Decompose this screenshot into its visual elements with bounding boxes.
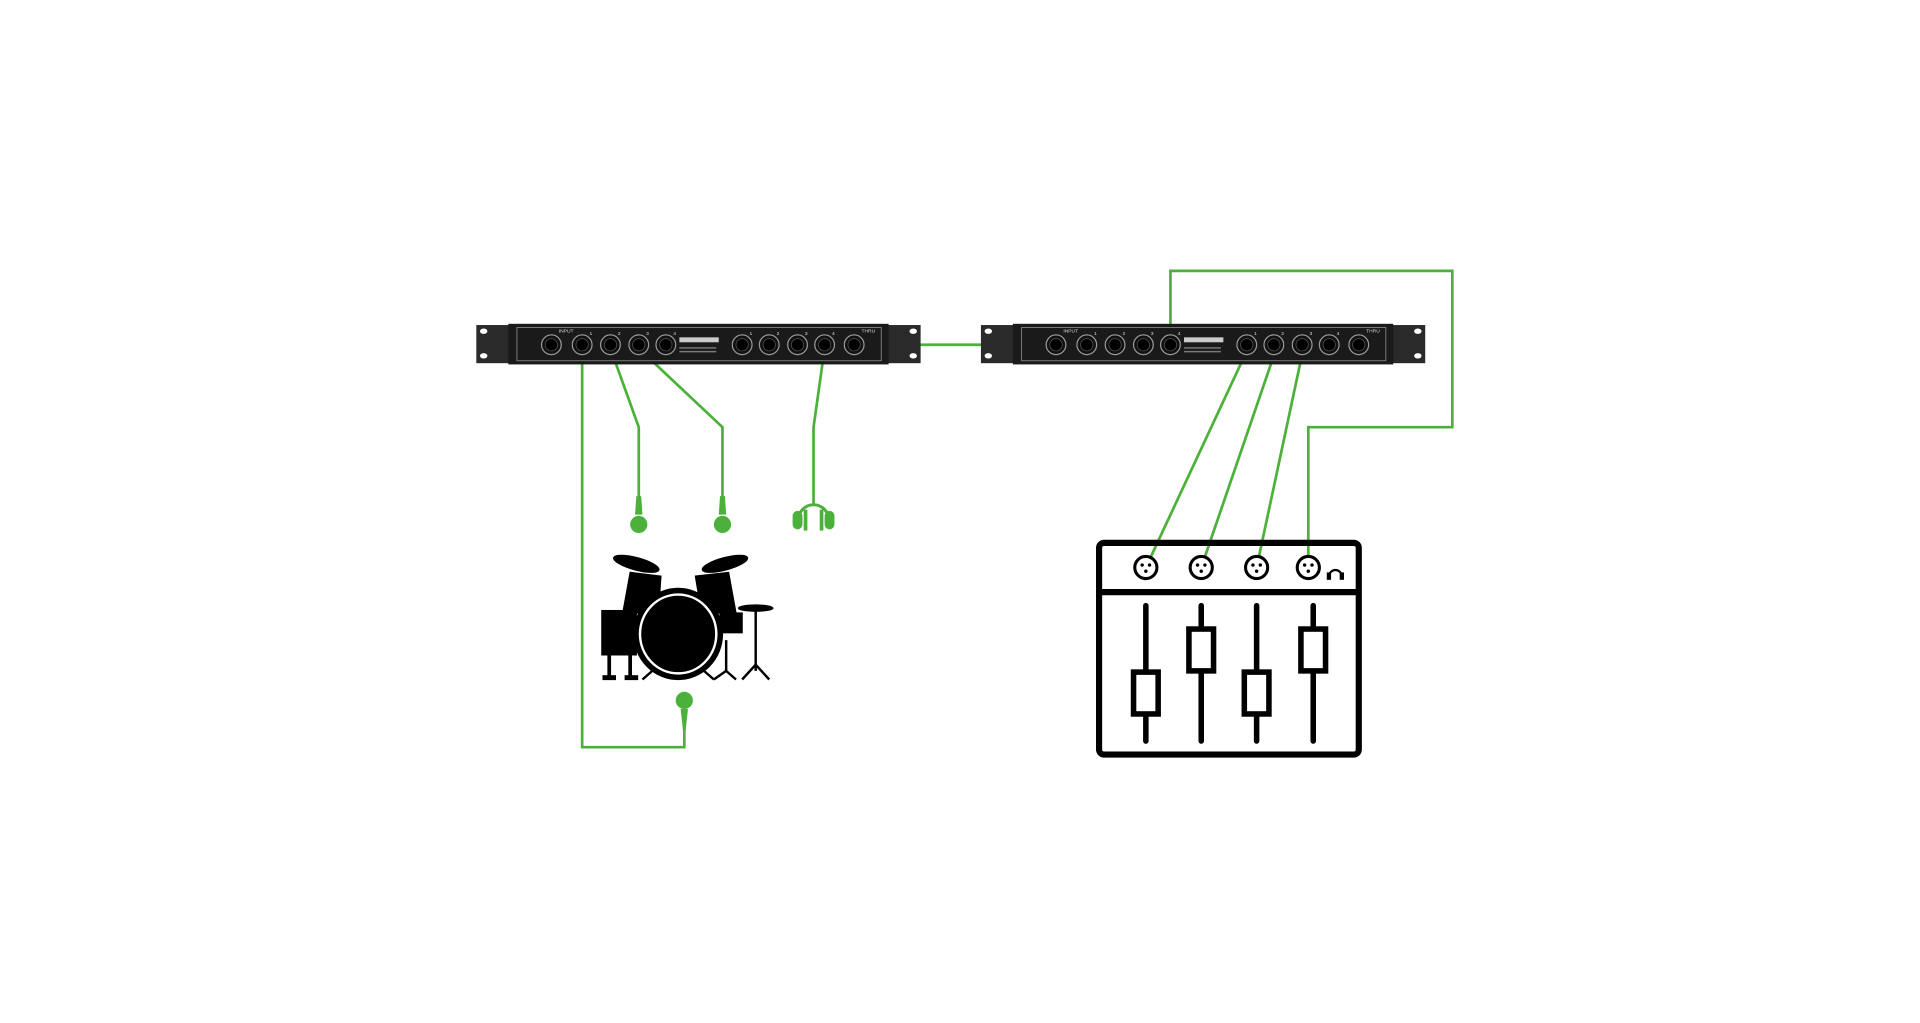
jack-pin <box>1195 563 1200 567</box>
jack-number-label: 4 <box>1337 331 1340 337</box>
jack-socket <box>632 338 646 352</box>
jack-number-label: 2 <box>1281 331 1284 337</box>
rack-screw-hole <box>480 353 488 359</box>
jack-number-label: 4 <box>1178 331 1181 337</box>
jack-socket <box>847 338 861 352</box>
jack-number-label: 2 <box>777 331 780 337</box>
jack-pin <box>1254 569 1259 573</box>
jack-socket <box>1322 338 1336 352</box>
mixer-input-jack <box>1188 554 1214 581</box>
jack-socket <box>575 338 589 352</box>
microphone-icon <box>713 496 732 534</box>
fader-knob <box>1298 626 1329 674</box>
jack-socket <box>1240 338 1254 352</box>
rack-screw-hole <box>909 328 917 334</box>
jack-number-label: 2 <box>1122 331 1125 337</box>
microphone-icon <box>630 496 648 534</box>
jack-socket <box>603 338 617 352</box>
jack-socket <box>735 338 749 352</box>
cable-mixer-1 <box>1144 347 1250 569</box>
jack-number-label: 4 <box>832 331 835 337</box>
rack-screw-hole <box>984 353 992 359</box>
jack-pin <box>1140 563 1144 567</box>
mixer-input-jack <box>1244 554 1270 581</box>
fader-knob <box>1186 626 1217 674</box>
headphones-small-icon <box>1326 568 1344 580</box>
panel-border <box>1021 327 1387 362</box>
cable-mixer-return <box>1169 269 1454 568</box>
mixer-input-jack <box>1133 554 1159 581</box>
jack-socket <box>762 338 776 352</box>
mixer-icon <box>1096 539 1362 758</box>
cable-mixer-3 <box>1255 348 1305 568</box>
jack-pin <box>1306 569 1311 573</box>
jack-number-label: 3 <box>1151 331 1154 337</box>
brand-logo <box>679 337 719 343</box>
jack-socket <box>1267 338 1281 352</box>
cable-mic-2 <box>637 347 724 505</box>
jack-number-label: 3 <box>1310 331 1313 337</box>
panel-border <box>516 327 882 362</box>
jack-socket <box>659 338 673 352</box>
jack-socket <box>1080 338 1094 352</box>
jack-socket <box>791 338 805 352</box>
thru-label: THRU <box>1366 328 1380 334</box>
jack-pin <box>1147 563 1152 567</box>
jack-socket <box>544 338 558 352</box>
jack-pin <box>1310 563 1314 567</box>
rack-unit-a: INPUT 1 2 3 4 1 2 3 4 THRU <box>476 323 921 365</box>
model-text <box>1184 350 1221 353</box>
jack-socket <box>1352 338 1366 352</box>
jack-number-label: 3 <box>646 331 649 337</box>
input-label: INPUT <box>1063 328 1078 334</box>
jack-socket <box>1049 338 1063 352</box>
jack-pin <box>1302 563 1307 567</box>
model-text <box>679 350 717 353</box>
fader-knob <box>1241 669 1272 717</box>
jack-socket <box>1136 338 1150 352</box>
rack-unit-b: INPUT 1 2 3 4 1 2 3 4 THRU <box>980 323 1426 365</box>
jack-socket <box>1108 338 1122 352</box>
cable-kick-mic <box>580 348 686 749</box>
cables <box>580 269 1454 749</box>
rack-screw-hole <box>909 353 917 359</box>
mixer-input-jack <box>1295 554 1321 581</box>
cable-mixer-2 <box>1199 347 1278 568</box>
jack-number-label: 1 <box>1254 331 1257 337</box>
microphone-icon <box>675 691 693 732</box>
model-text <box>1184 347 1221 349</box>
jack-socket <box>1295 338 1309 352</box>
rack-screw-hole <box>480 328 488 334</box>
jack-number-label: 3 <box>805 331 808 337</box>
rack-screw-hole <box>1414 353 1422 359</box>
thru-label: THRU <box>862 328 876 334</box>
drum-kit-icon <box>601 554 774 681</box>
jack-socket <box>818 338 832 352</box>
jack-pin <box>1258 563 1263 567</box>
jack-number-label: 2 <box>618 331 621 337</box>
input-label: INPUT <box>559 328 574 334</box>
jack-pin <box>1203 563 1207 567</box>
rack-screw-hole <box>984 328 992 334</box>
jack-pin <box>1144 569 1148 573</box>
cable-mic-1 <box>609 347 641 505</box>
model-text <box>679 347 717 349</box>
jack-number-label: 1 <box>750 331 753 337</box>
jack-socket <box>1163 338 1177 352</box>
headphones-icon <box>792 503 835 531</box>
jack-pin <box>1251 563 1255 567</box>
rack-screw-hole <box>1414 328 1422 334</box>
jack-number-label: 1 <box>1094 331 1097 337</box>
jack-number-label: 1 <box>590 331 593 337</box>
jack-number-label: 4 <box>673 331 676 337</box>
brand-logo <box>1184 337 1224 343</box>
fader-knob <box>1130 669 1161 717</box>
jack-pin <box>1199 569 1203 573</box>
cable-headphones <box>812 348 826 505</box>
